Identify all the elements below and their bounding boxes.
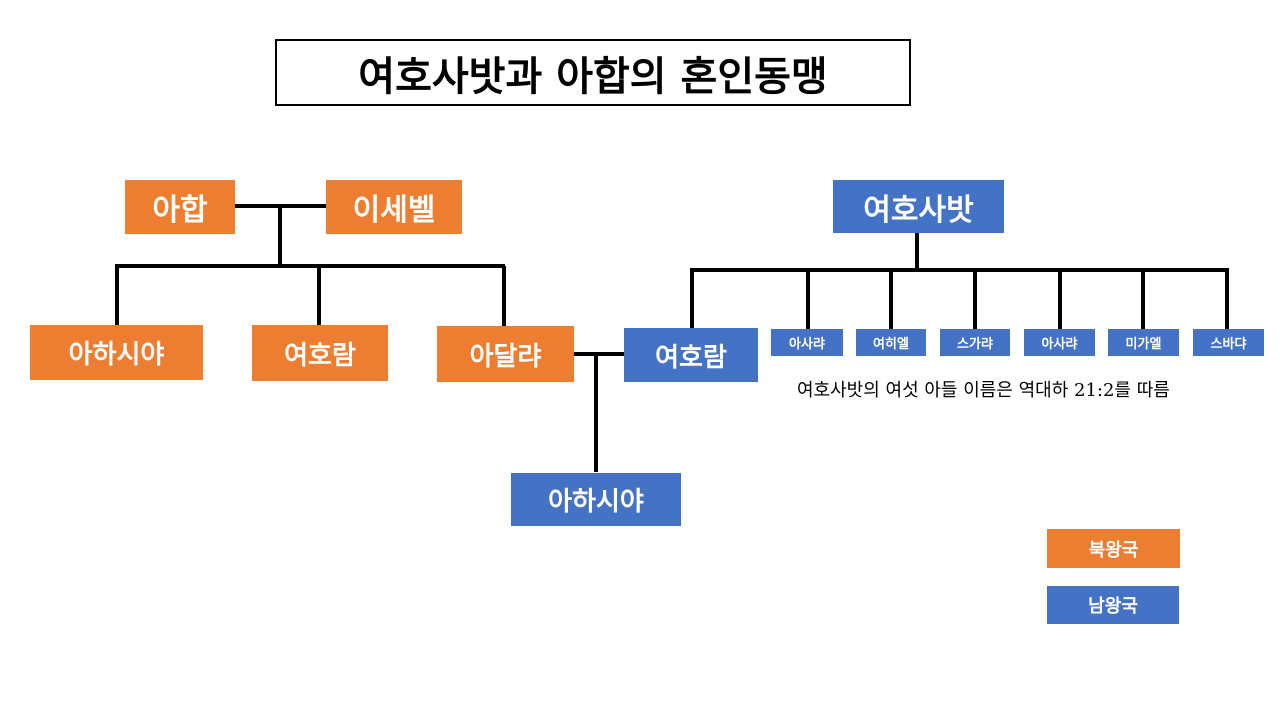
node-jehoshaphat: 여호사밧: [833, 180, 1004, 233]
node-son-azariah-2: 아사랴: [1024, 329, 1095, 356]
node-son-azariah-1: 아사랴: [771, 329, 843, 356]
node-ahaziah-south: 아하시야: [511, 473, 681, 526]
node-jehoram-south: 여호람: [624, 328, 758, 382]
node-ahaziah-north: 아하시야: [30, 325, 203, 380]
node-son-michael: 미가엘: [1108, 329, 1179, 356]
node-son-shephatiah: 스바댜: [1193, 329, 1264, 356]
legend-north-kingdom: 북왕국: [1047, 529, 1180, 568]
legend-south-kingdom: 남왕국: [1047, 586, 1179, 624]
node-ahab: 아합: [125, 180, 235, 234]
node-athaliah: 아달랴: [437, 326, 574, 382]
node-jehoram-north: 여호람: [252, 325, 388, 381]
node-son-zechariah: 스가랴: [940, 329, 1010, 356]
node-son-jehiel: 여히엘: [856, 329, 926, 356]
node-jezebel: 이세벨: [326, 180, 462, 234]
source-note: 여호사밧의 여섯 아들 이름은 역대하 21:2를 따름: [797, 380, 1170, 401]
diagram-title: 여호사밧과 아합의 혼인동맹: [275, 39, 911, 106]
